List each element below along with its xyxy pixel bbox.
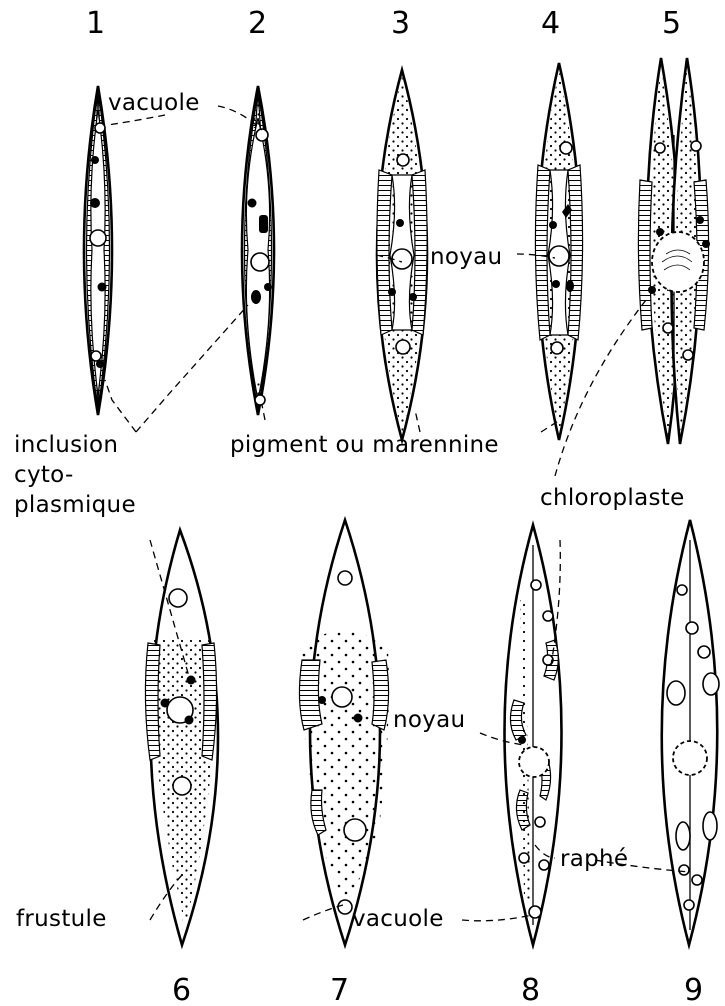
panel-number-9: 9	[684, 973, 703, 1006]
panel-number-7: 7	[330, 973, 349, 1006]
panel-number-3: 3	[391, 6, 410, 41]
label-chloroplaste: chloroplaste	[540, 485, 685, 511]
diatom-cell-7	[299, 520, 389, 945]
label-frustule: frustule	[16, 906, 107, 932]
label-pigment: pigment ou marennine	[230, 432, 499, 458]
label-noyau-top: noyau	[430, 244, 502, 270]
label-vacuole-top: vacuole	[108, 90, 200, 116]
label-vacuole-bottom: vacuole	[352, 906, 444, 932]
diatom-cell-2	[242, 86, 274, 415]
panel-number-5: 5	[662, 6, 681, 41]
label-inclusion-line3: plasmique	[14, 492, 136, 518]
diatom-cell-4	[535, 63, 582, 440]
panel-number-4: 4	[541, 6, 560, 41]
panel-number-1: 1	[86, 6, 105, 41]
diatom-cell-9	[662, 520, 719, 945]
diatom-cell-1	[84, 86, 112, 415]
label-inclusion-line1: inclusion	[14, 432, 118, 458]
label-raphe: raphé	[560, 846, 628, 872]
diatom-cell-6	[145, 530, 218, 945]
diatom-cell-3	[377, 70, 427, 440]
label-inclusion-line2: cyto-	[14, 462, 74, 488]
panel-number-6: 6	[172, 973, 191, 1006]
diatom-cell-5	[638, 58, 710, 444]
panel-number-2: 2	[248, 6, 267, 41]
diatom-cell-8	[505, 525, 562, 945]
panel-number-8: 8	[521, 973, 540, 1006]
label-noyau-bottom: noyau	[393, 707, 465, 733]
